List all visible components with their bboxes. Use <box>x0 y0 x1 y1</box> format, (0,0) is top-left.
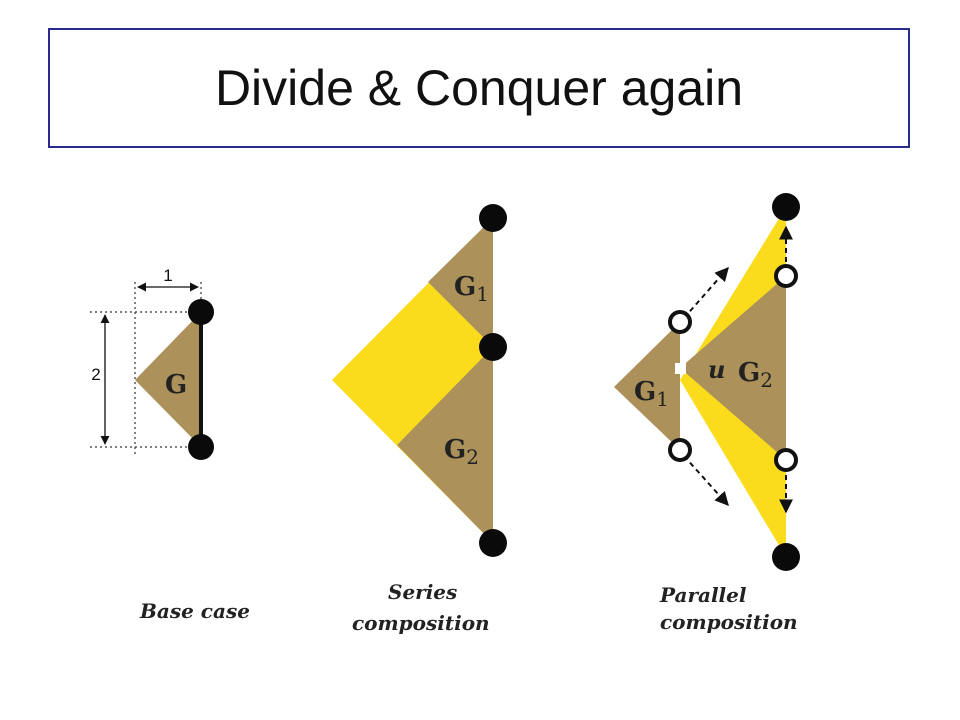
parallel-g2-top-terminal <box>774 264 798 288</box>
base-case-diagram: 1 2 G Base case <box>90 266 250 623</box>
parallel-bottom-node <box>772 543 800 571</box>
base-bottom-node <box>188 434 214 460</box>
parallel-caption-line2: composition <box>660 610 798 634</box>
title-frame: Divide & Conquer again <box>48 28 910 148</box>
series-composition-diagram: G1 G2 Series composition <box>332 204 507 635</box>
parallel-composition-diagram: G1 u G2 Parallel composition <box>614 193 800 634</box>
series-g2-triangle <box>397 347 493 543</box>
parallel-u-label: u <box>708 355 725 384</box>
parallel-u-marker <box>675 363 686 374</box>
base-top-node <box>188 299 214 325</box>
base-case-caption: Base case <box>139 599 250 623</box>
series-caption-line2: composition <box>352 611 490 635</box>
parallel-g1-top-terminal <box>668 310 692 334</box>
parallel-g1-triangle <box>614 322 680 450</box>
slide-title: Divide & Conquer again <box>214 60 744 116</box>
parallel-g2-triangle <box>680 276 786 460</box>
series-caption-line1: Series <box>388 580 457 604</box>
series-top-node <box>479 204 507 232</box>
parallel-g2-bottom-terminal <box>774 448 798 472</box>
series-g1-triangle <box>428 218 493 347</box>
parallel-g1-label: G1 <box>634 377 669 411</box>
width-dimension-label: 1 <box>163 266 172 285</box>
series-g1-label: G1 <box>454 272 489 306</box>
base-triangle <box>135 312 201 447</box>
parallel-caption-line1: Parallel <box>659 583 747 607</box>
parallel-g1-bottom-terminal <box>668 438 692 462</box>
parallel-g2-label: G2 <box>738 358 773 392</box>
series-g2-label: G2 <box>444 435 479 469</box>
parallel-arrow-bottom-left <box>683 455 729 507</box>
series-middle-node <box>479 333 507 361</box>
parallel-top-node <box>772 193 800 221</box>
series-bottom-node <box>479 529 507 557</box>
parallel-arrow-top-left <box>683 266 729 319</box>
base-g-label: G <box>165 370 187 400</box>
height-dimension-label: 2 <box>91 365 100 384</box>
